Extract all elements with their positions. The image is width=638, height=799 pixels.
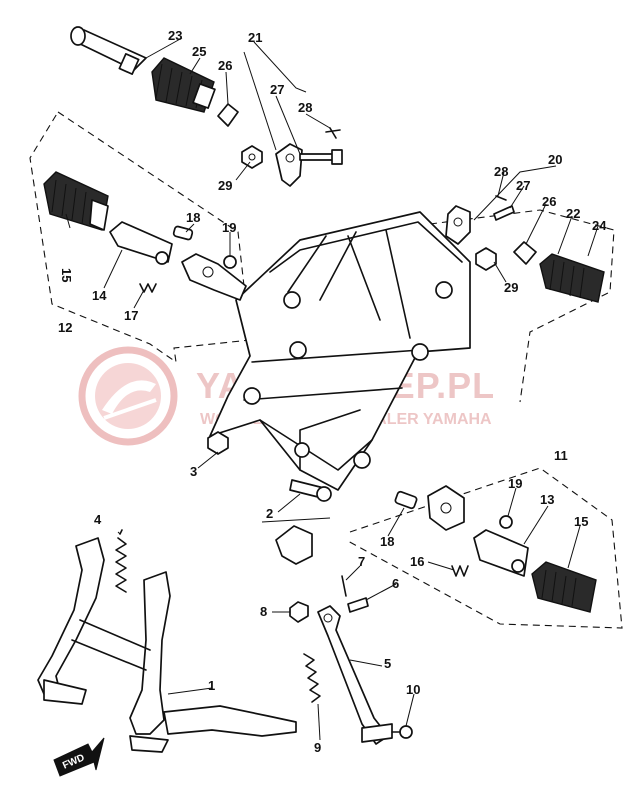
part-29-nut-top [241,145,263,169]
part-2-stand-bolt [289,479,332,502]
watermark-logo-icon [78,346,178,446]
part-5-side-stand [317,605,393,745]
callout-19-left: 19 [222,220,236,235]
callout-5: 5 [384,656,391,671]
callout-18-left: 18 [186,210,200,225]
part-19-clip-right [499,515,513,529]
part-16-spring-right [451,565,469,577]
callout-numbers: 23 21 25 26 27 28 29 15 14 18 19 17 12 2… [58,28,607,755]
part-21-bracket-right [445,205,471,245]
callout-14: 14 [92,288,107,303]
part-8-nut [289,601,309,623]
callout-28-top: 28 [298,100,312,115]
callout-25: 25 [192,44,206,59]
part-26-washer-right [513,241,537,265]
callout-27-right: 27 [516,178,530,193]
callout-28-right: 28 [494,164,508,179]
part-28-pin-top [325,127,341,139]
part-13-footrest-right [473,529,529,577]
part-17-spring-left [139,283,157,293]
callout-26-right: 26 [542,194,556,209]
callout-26-top: 26 [218,58,232,73]
part-24-footrest-rubber-right [539,253,605,303]
callout-4: 4 [94,512,102,527]
part-15-footrest-rubber-left [43,171,109,231]
part-7-pin [341,575,347,597]
part-27-bolt-top [299,149,343,165]
callout-24: 24 [592,218,607,233]
callout-27-top: 27 [270,82,284,97]
part-10-rubber-stopper [391,725,413,739]
part-25-footrest-rubber [151,57,216,113]
part-28-pin-right [495,195,507,201]
callout-22: 22 [566,206,580,221]
part-27-bolt-right [493,205,515,221]
part-26-washer-top [217,103,239,127]
fwd-arrow-icon: FWD [53,737,105,777]
callout-2: 2 [266,506,273,521]
callout-13: 13 [540,492,554,507]
callout-15-left: 15 [59,268,74,282]
callout-8: 8 [260,604,267,619]
part-14-footrest-left [109,221,173,265]
callout-6: 6 [392,576,399,591]
callout-15-right: 15 [574,514,588,529]
callout-12: 12 [58,320,72,335]
callout-1: 1 [208,678,215,693]
part-15-footrest-rubber-right [531,561,597,613]
part-29-nut-right [475,247,497,271]
callout-20: 20 [548,152,562,167]
callout-11: 11 [554,448,568,463]
callout-3: 3 [190,464,197,479]
part-19-clip-left [223,255,237,269]
part-9-spring [303,653,321,703]
group-12-outline [29,111,251,364]
callout-10: 10 [406,682,420,697]
part-1-main-stand [37,537,297,753]
stand-bracket [261,517,331,565]
callout-23: 23 [168,28,182,43]
callout-29-right: 29 [504,280,518,295]
callout-18-right: 18 [380,534,394,549]
part-21-footrest-bracket [275,143,303,187]
callout-17: 17 [124,308,138,323]
part-bracket-right-lower [427,485,465,531]
part-3-nut [207,431,229,455]
callout-29-top: 29 [218,178,232,193]
part-18-pin-right [394,490,418,510]
group-20-outline [429,209,615,403]
frame [209,211,471,491]
callout-19-right: 19 [508,476,522,491]
callout-7: 7 [358,554,365,569]
leader-lines [65,37,599,741]
part-6-bolt [347,597,369,613]
callout-21: 21 [248,30,262,45]
callout-16: 16 [410,554,424,569]
part-23-footrest-shaft [70,26,147,76]
part-4-stand-spring [115,529,127,593]
callout-9: 9 [314,740,321,755]
part-bracket-left [181,253,247,301]
